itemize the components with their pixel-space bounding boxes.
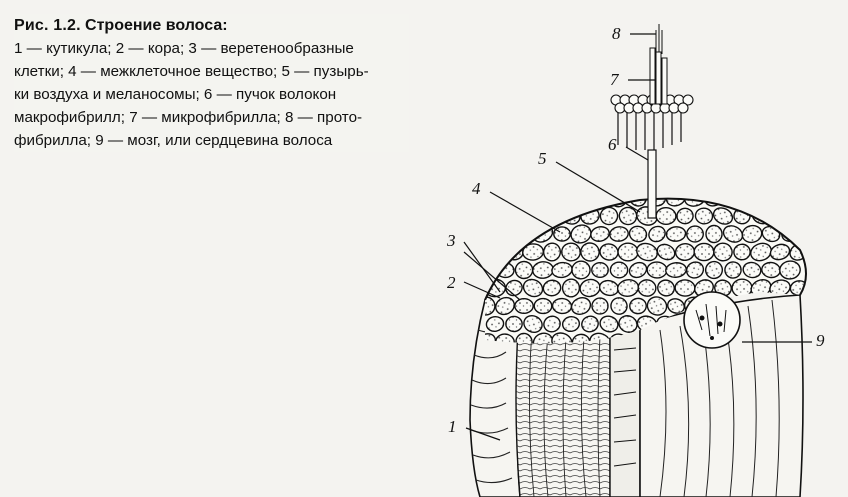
- cortex-cell: [570, 297, 592, 315]
- cortex-cell: [646, 296, 668, 316]
- cortex-cell: [523, 314, 543, 334]
- cortex-cell: [712, 207, 734, 225]
- callout-6: 6: [608, 135, 617, 154]
- cortex-cell: [618, 206, 638, 226]
- cortex-cell: [485, 296, 496, 316]
- cortex-cell: [694, 207, 714, 225]
- macrofibril-bundle: [610, 24, 694, 219]
- leader-lines: [463, 33, 812, 441]
- cortex-cell: [609, 261, 629, 279]
- caption-line: клетки; 4 — межклеточное вещество; 5 — п…: [14, 63, 369, 80]
- callout-8: 8: [612, 24, 621, 43]
- cortex-cell: [742, 261, 762, 279]
- cortex-cell: [505, 315, 523, 333]
- callout-7: 7: [610, 70, 620, 89]
- caption-line: макрофибрилл; 7 — микрофибрилла; 8 — про…: [14, 109, 363, 126]
- cortex-cell: [522, 278, 544, 298]
- cortex-cell: [591, 297, 609, 315]
- cortex-cell: [704, 260, 724, 280]
- cortex-cell: [590, 226, 610, 242]
- cortex-cell: [609, 226, 629, 242]
- cortex-cell: [629, 297, 647, 315]
- cortex-cell: [713, 242, 733, 262]
- caption-heading: Рис. 1.2. Строение волоса:: [14, 14, 409, 37]
- callout-9: 9: [816, 331, 825, 350]
- figure-title: Строение волоса:: [85, 17, 228, 34]
- cortex-cell: [485, 316, 505, 332]
- cortex-cell: [542, 279, 562, 297]
- callout-1: 1: [448, 417, 457, 436]
- medulla-detail-circle: [683, 291, 741, 349]
- macrofibril-stem: [647, 149, 657, 219]
- cortex-cell: [581, 315, 599, 333]
- callout-5: 5: [538, 149, 547, 168]
- cortex-cell: [533, 297, 553, 315]
- cortex-cell: [724, 261, 742, 279]
- cortex-cell: [551, 332, 573, 344]
- cortex-cell: [779, 260, 801, 280]
- cortex-cell: [571, 260, 591, 280]
- cortex-cell: [561, 242, 581, 262]
- caption-line: ки воздуха и меланосомы; 6 — пучок волок…: [14, 86, 337, 103]
- cortex-cell: [542, 242, 562, 262]
- macrofibril-circle: [677, 102, 689, 114]
- cortex-cell: [686, 225, 704, 243]
- cortex-cell: [610, 297, 628, 315]
- cortex-cell: [628, 225, 648, 243]
- figure-caption: Рис. 1.2. Строение волоса: 1 — кутикула;…: [14, 14, 409, 152]
- cortex-cell: [722, 225, 744, 243]
- cortex-cell: [618, 315, 638, 333]
- callout-3: 3: [446, 231, 456, 250]
- cortex-cell: [570, 224, 592, 244]
- cortex-cell: [657, 279, 675, 297]
- cortex-cell: [685, 261, 705, 279]
- cortex-cell: [495, 296, 515, 316]
- cortex-cell: [667, 298, 685, 314]
- cortex-cell: [561, 315, 581, 333]
- cortex-cell: [665, 226, 687, 242]
- cortex-cell: [628, 261, 648, 279]
- cortex-cell: [733, 243, 751, 261]
- cortex-cell: [684, 198, 706, 207]
- caption-line: фибрилла; 9 — мозг, или сердцевина волос…: [14, 132, 333, 149]
- caption-line: 1 — кутикула; 2 — кора; 3 — веретенообра…: [14, 40, 354, 57]
- cortex-cell: [648, 225, 666, 243]
- cortex-cell: [656, 243, 676, 261]
- cortex-cell: [591, 261, 609, 279]
- cortex-cell: [580, 242, 600, 262]
- cortex-cell: [543, 315, 561, 333]
- cortex-cell: [705, 224, 723, 244]
- cortex-cell: [676, 207, 694, 225]
- cortex-cell: [599, 315, 619, 333]
- callout-2: 2: [447, 273, 456, 292]
- cortex-cell: [750, 242, 772, 262]
- callout-4: 4: [472, 179, 481, 198]
- cortex-cell: [665, 198, 687, 207]
- macrofibril-circle: [682, 94, 694, 106]
- cortex-cell: [637, 279, 657, 297]
- cortex-cell: [741, 224, 763, 244]
- figure-number: Рис. 1.2.: [14, 17, 81, 34]
- cortex-cell: [561, 278, 581, 298]
- cortex-cell: [636, 242, 658, 262]
- cortex-cell: [769, 243, 791, 261]
- cortex-cell: [514, 297, 534, 315]
- medulla: [609, 324, 641, 497]
